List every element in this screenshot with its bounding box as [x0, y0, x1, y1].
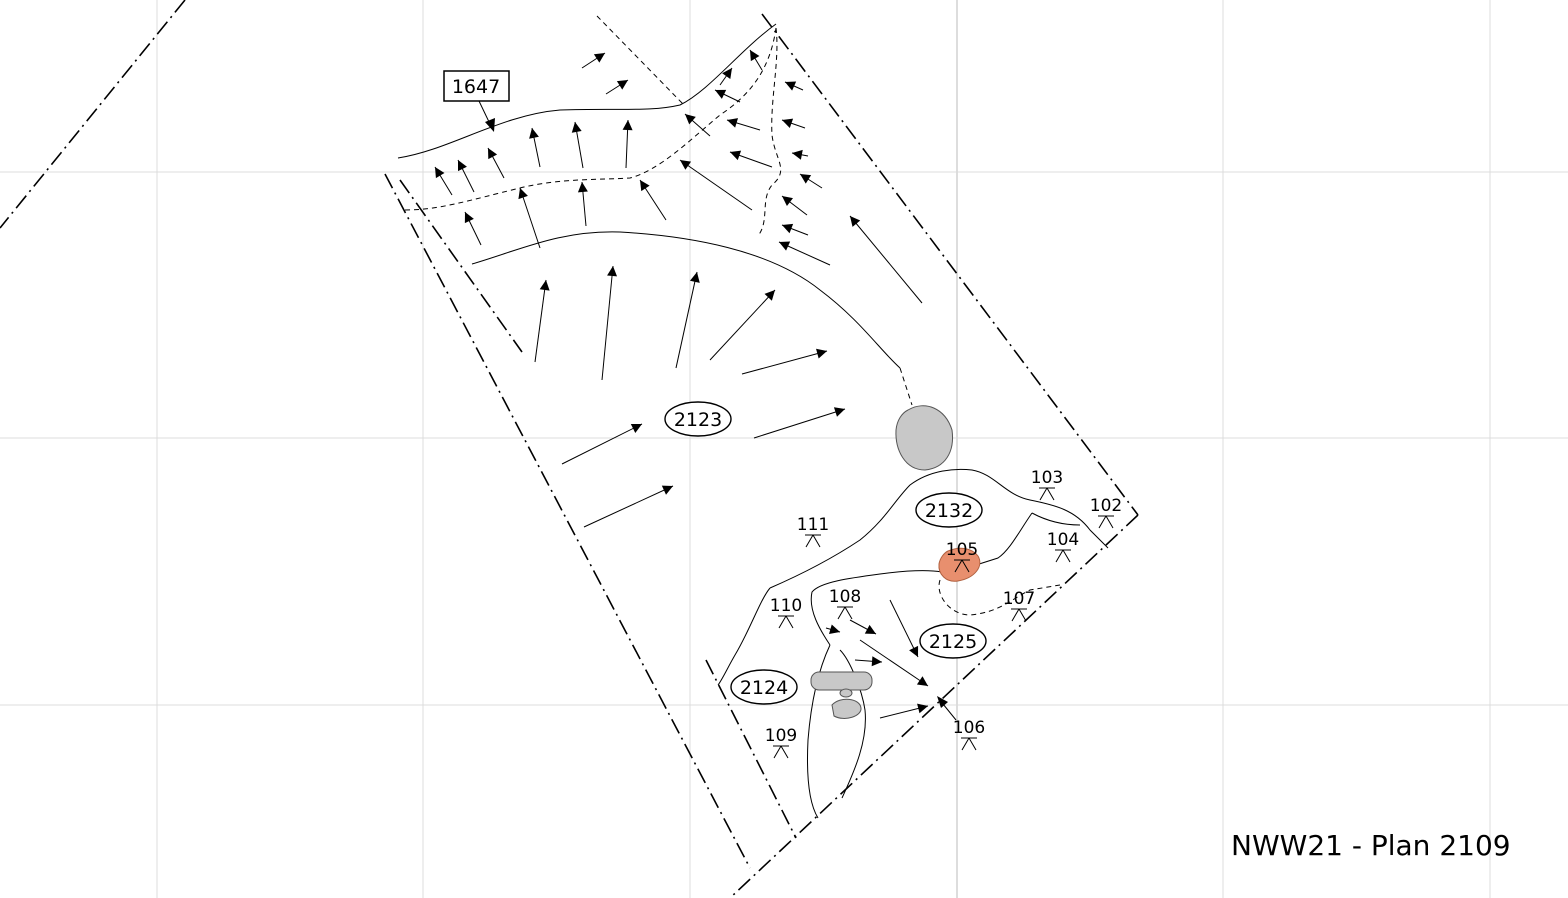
hachure-head	[685, 114, 696, 125]
hachure-line	[889, 599, 919, 658]
level-number: 108	[829, 587, 861, 607]
slab-stone	[810, 671, 873, 691]
hachure-head	[785, 81, 797, 91]
hachure-line	[709, 289, 776, 361]
hachure-line	[561, 423, 643, 465]
level-symbol	[778, 615, 794, 629]
hachure-head	[464, 212, 474, 224]
hachure-head	[715, 89, 727, 99]
level-symbol	[837, 606, 853, 620]
hachure-head	[435, 167, 445, 179]
level-symbol	[1039, 487, 1055, 501]
hachure-line	[849, 215, 923, 304]
hachure-head	[458, 160, 467, 172]
level-number: 107	[1003, 589, 1035, 609]
hachure-head	[689, 272, 700, 283]
hachure-head	[727, 118, 739, 128]
hachure-head	[782, 196, 793, 207]
hachure-line	[534, 279, 547, 363]
hachure-head	[750, 50, 760, 62]
feature-outlines	[397, 15, 1109, 819]
hachure-line	[601, 265, 614, 381]
hachure-line	[753, 408, 846, 439]
hachure-head	[850, 216, 861, 227]
feature-label-box: 1647	[443, 70, 510, 132]
level-symbol	[954, 559, 970, 573]
level-number: 105	[946, 540, 978, 560]
level-symbol	[773, 745, 789, 759]
level-number: 104	[1047, 530, 1079, 550]
lower-stone	[831, 698, 862, 719]
level-markers: 103 102 104 105 111 107 108 110 106 109	[765, 468, 1122, 759]
feature-label-text: 1647	[452, 76, 500, 98]
level-symbol	[1055, 549, 1071, 563]
hachure-head	[764, 290, 775, 301]
hachure-head	[722, 68, 732, 80]
hachure-line	[859, 639, 929, 687]
level-number: 103	[1031, 468, 1063, 488]
hachure-head	[864, 624, 876, 634]
large-stone	[895, 405, 954, 471]
hachure-head	[616, 80, 628, 90]
hachure-line	[519, 187, 541, 249]
stones	[810, 405, 981, 719]
level-symbol	[805, 534, 821, 548]
context-number: 2124	[740, 677, 788, 699]
hachure-line	[679, 159, 753, 211]
plan-title: NWW21 - Plan 2109	[1231, 829, 1511, 862]
context-ellipse	[915, 492, 983, 528]
context-ellipse	[919, 623, 987, 659]
hachure-head	[779, 241, 791, 251]
level-symbol	[1098, 515, 1114, 529]
hachure-head	[640, 180, 650, 192]
hachure-head	[816, 348, 827, 359]
level-number: 102	[1090, 496, 1122, 516]
hachure-head	[577, 182, 588, 193]
level-number: 109	[765, 726, 797, 746]
hachure-head	[622, 120, 633, 131]
context-ellipse	[730, 669, 798, 705]
level-symbol	[961, 737, 977, 751]
hachure-head	[782, 118, 794, 129]
hachure-head	[488, 148, 498, 160]
small-stone	[839, 688, 853, 698]
hachure-head	[909, 645, 919, 657]
hachure-head	[593, 53, 605, 63]
hachure-head	[829, 624, 840, 635]
hachure-head	[539, 280, 550, 291]
hachure-line	[675, 271, 698, 369]
hachure-head	[518, 188, 528, 200]
level-number: 106	[953, 718, 985, 738]
context-ellipse	[664, 401, 732, 437]
excavation-limits	[0, 0, 1139, 898]
hachure-head	[571, 122, 582, 133]
level-number: 111	[797, 515, 829, 535]
context-number: 2132	[925, 500, 973, 522]
hachure-line	[741, 350, 828, 375]
hachure-head	[607, 266, 618, 277]
hachure-head	[800, 174, 812, 184]
hachure-head	[680, 160, 692, 170]
hachure-head	[916, 676, 928, 686]
hachure-line	[583, 485, 674, 528]
hachure-head	[917, 703, 928, 714]
hachure-head	[661, 485, 673, 495]
context-number: 2125	[929, 631, 977, 653]
hachure-head	[782, 223, 794, 234]
hachure-head	[630, 424, 642, 433]
hachure-head	[730, 150, 742, 161]
level-number: 110	[770, 596, 802, 616]
context-labels: 2123 2132 2125 2124	[664, 401, 987, 705]
level-symbol	[1011, 608, 1027, 622]
hachure-head	[792, 149, 803, 160]
hachure-head	[529, 128, 539, 139]
hachure-head	[833, 407, 845, 417]
context-number: 2123	[674, 409, 722, 431]
hachure-head	[871, 656, 882, 667]
slope-hachures	[434, 49, 929, 719]
